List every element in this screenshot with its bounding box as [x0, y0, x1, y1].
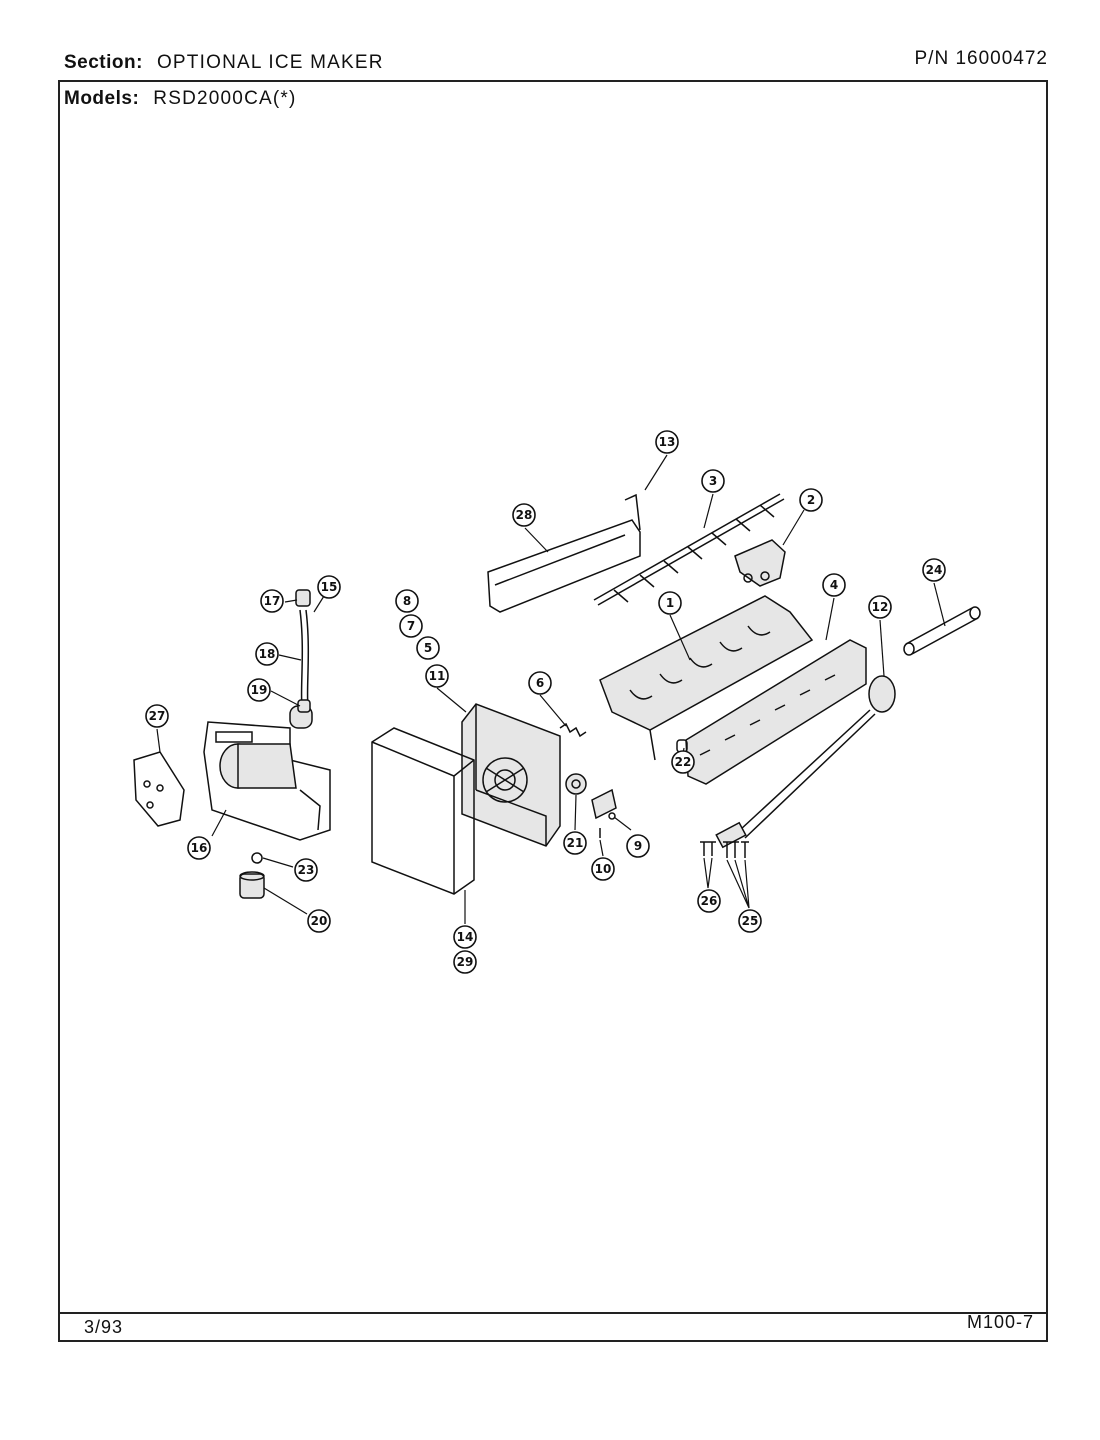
models-value: RSD2000CA(*) — [153, 88, 297, 109]
svg-text:8: 8 — [403, 594, 411, 608]
part-12-end-cap — [715, 675, 896, 849]
svg-text:14: 14 — [457, 930, 474, 944]
svg-text:27: 27 — [149, 709, 166, 723]
footer-page-code: M100-7 — [966, 1312, 1034, 1332]
svg-text:25: 25 — [742, 914, 759, 928]
callout-2: 2 — [799, 488, 823, 512]
svg-text:22: 22 — [675, 755, 692, 769]
part-6-spring — [559, 722, 587, 738]
svg-text:11: 11 — [429, 669, 446, 683]
svg-text:3: 3 — [709, 474, 717, 488]
callout-24: 24 — [922, 558, 946, 582]
svg-text:2: 2 — [807, 493, 815, 507]
part-10-9-parts — [591, 788, 617, 838]
part-1-ice-mold — [599, 595, 814, 761]
part-20-fitting — [239, 871, 265, 899]
callout-25: 25 — [738, 909, 762, 933]
part-4-housing — [685, 639, 867, 785]
section-label: Section: — [64, 52, 143, 73]
svg-text:24: 24 — [926, 563, 943, 577]
callout-15: 15 — [317, 575, 341, 599]
footer-date: 3/93 — [84, 1317, 124, 1337]
svg-text:18: 18 — [259, 647, 276, 661]
svg-text:1: 1 — [666, 596, 674, 610]
svg-text:16: 16 — [191, 841, 208, 855]
section-heading: Section: OPTIONAL ICE MAKER — [64, 52, 384, 74]
section-value: OPTIONAL ICE MAKER — [156, 52, 384, 73]
leader-lines — [156, 454, 946, 924]
models-label: Models: — [64, 88, 140, 109]
callout-21: 21 — [563, 831, 587, 855]
part-13-wire — [624, 493, 641, 531]
callout-22: 22 — [671, 750, 695, 774]
callout-20: 20 — [307, 909, 331, 933]
svg-text:26: 26 — [701, 894, 718, 908]
svg-text:29: 29 — [457, 955, 474, 969]
callout-5: 5 — [416, 636, 440, 660]
part-18-inlet-tube — [295, 589, 311, 713]
svg-text:17: 17 — [264, 594, 281, 608]
callout-19: 19 — [247, 678, 271, 702]
svg-text:4: 4 — [830, 578, 838, 592]
callout-18: 18 — [255, 642, 279, 666]
svg-text:20: 20 — [311, 914, 328, 928]
svg-text:5: 5 — [424, 641, 432, 655]
callout-29: 29 — [453, 950, 477, 974]
callout-26: 26 — [697, 889, 721, 913]
svg-text:9: 9 — [634, 839, 642, 853]
callout-12: 12 — [868, 595, 892, 619]
callout-6: 6 — [528, 671, 552, 695]
part-14-cover — [371, 727, 475, 895]
part-11-control-module — [461, 703, 561, 847]
callout-28: 28 — [512, 503, 536, 527]
callout-23: 23 — [294, 858, 318, 882]
callout-27: 27 — [145, 704, 169, 728]
callout-8: 8 — [395, 589, 419, 613]
svg-text:21: 21 — [567, 836, 584, 850]
callout-1: 1 — [658, 591, 682, 615]
part-28-shield — [487, 519, 641, 613]
part-21-cam — [565, 773, 587, 795]
svg-text:15: 15 — [321, 580, 338, 594]
callout-10: 10 — [591, 857, 615, 881]
svg-text:28: 28 — [516, 508, 533, 522]
svg-text:23: 23 — [298, 863, 315, 877]
callout-13: 13 — [655, 430, 679, 454]
part-25-26-screws — [700, 841, 749, 858]
callout-11: 11 — [425, 664, 449, 688]
svg-text:6: 6 — [536, 676, 544, 690]
models-heading: Models: RSD2000CA(*) — [64, 88, 297, 110]
svg-text:7: 7 — [407, 619, 415, 633]
svg-text:13: 13 — [659, 435, 676, 449]
part-27-plate — [133, 751, 185, 827]
part-16-water-valve — [203, 705, 331, 841]
part-number: P/N 16000472 — [914, 48, 1048, 69]
svg-text:10: 10 — [595, 862, 612, 876]
part-24-tube — [903, 606, 981, 656]
page-frame — [58, 80, 1048, 1342]
callout-16: 16 — [187, 836, 211, 860]
svg-text:19: 19 — [251, 683, 268, 697]
callout-9: 9 — [626, 834, 650, 858]
part-2-bracket — [734, 539, 786, 587]
svg-text:12: 12 — [872, 600, 889, 614]
footer-rule — [58, 1312, 1048, 1314]
callout-7: 7 — [399, 614, 423, 638]
callout-4: 4 — [822, 573, 846, 597]
callout-17: 17 — [260, 589, 284, 613]
part-3-ejector — [593, 493, 785, 606]
callout-3: 3 — [701, 469, 725, 493]
part-23-washer — [251, 852, 263, 864]
callout-14: 14 — [453, 925, 477, 949]
